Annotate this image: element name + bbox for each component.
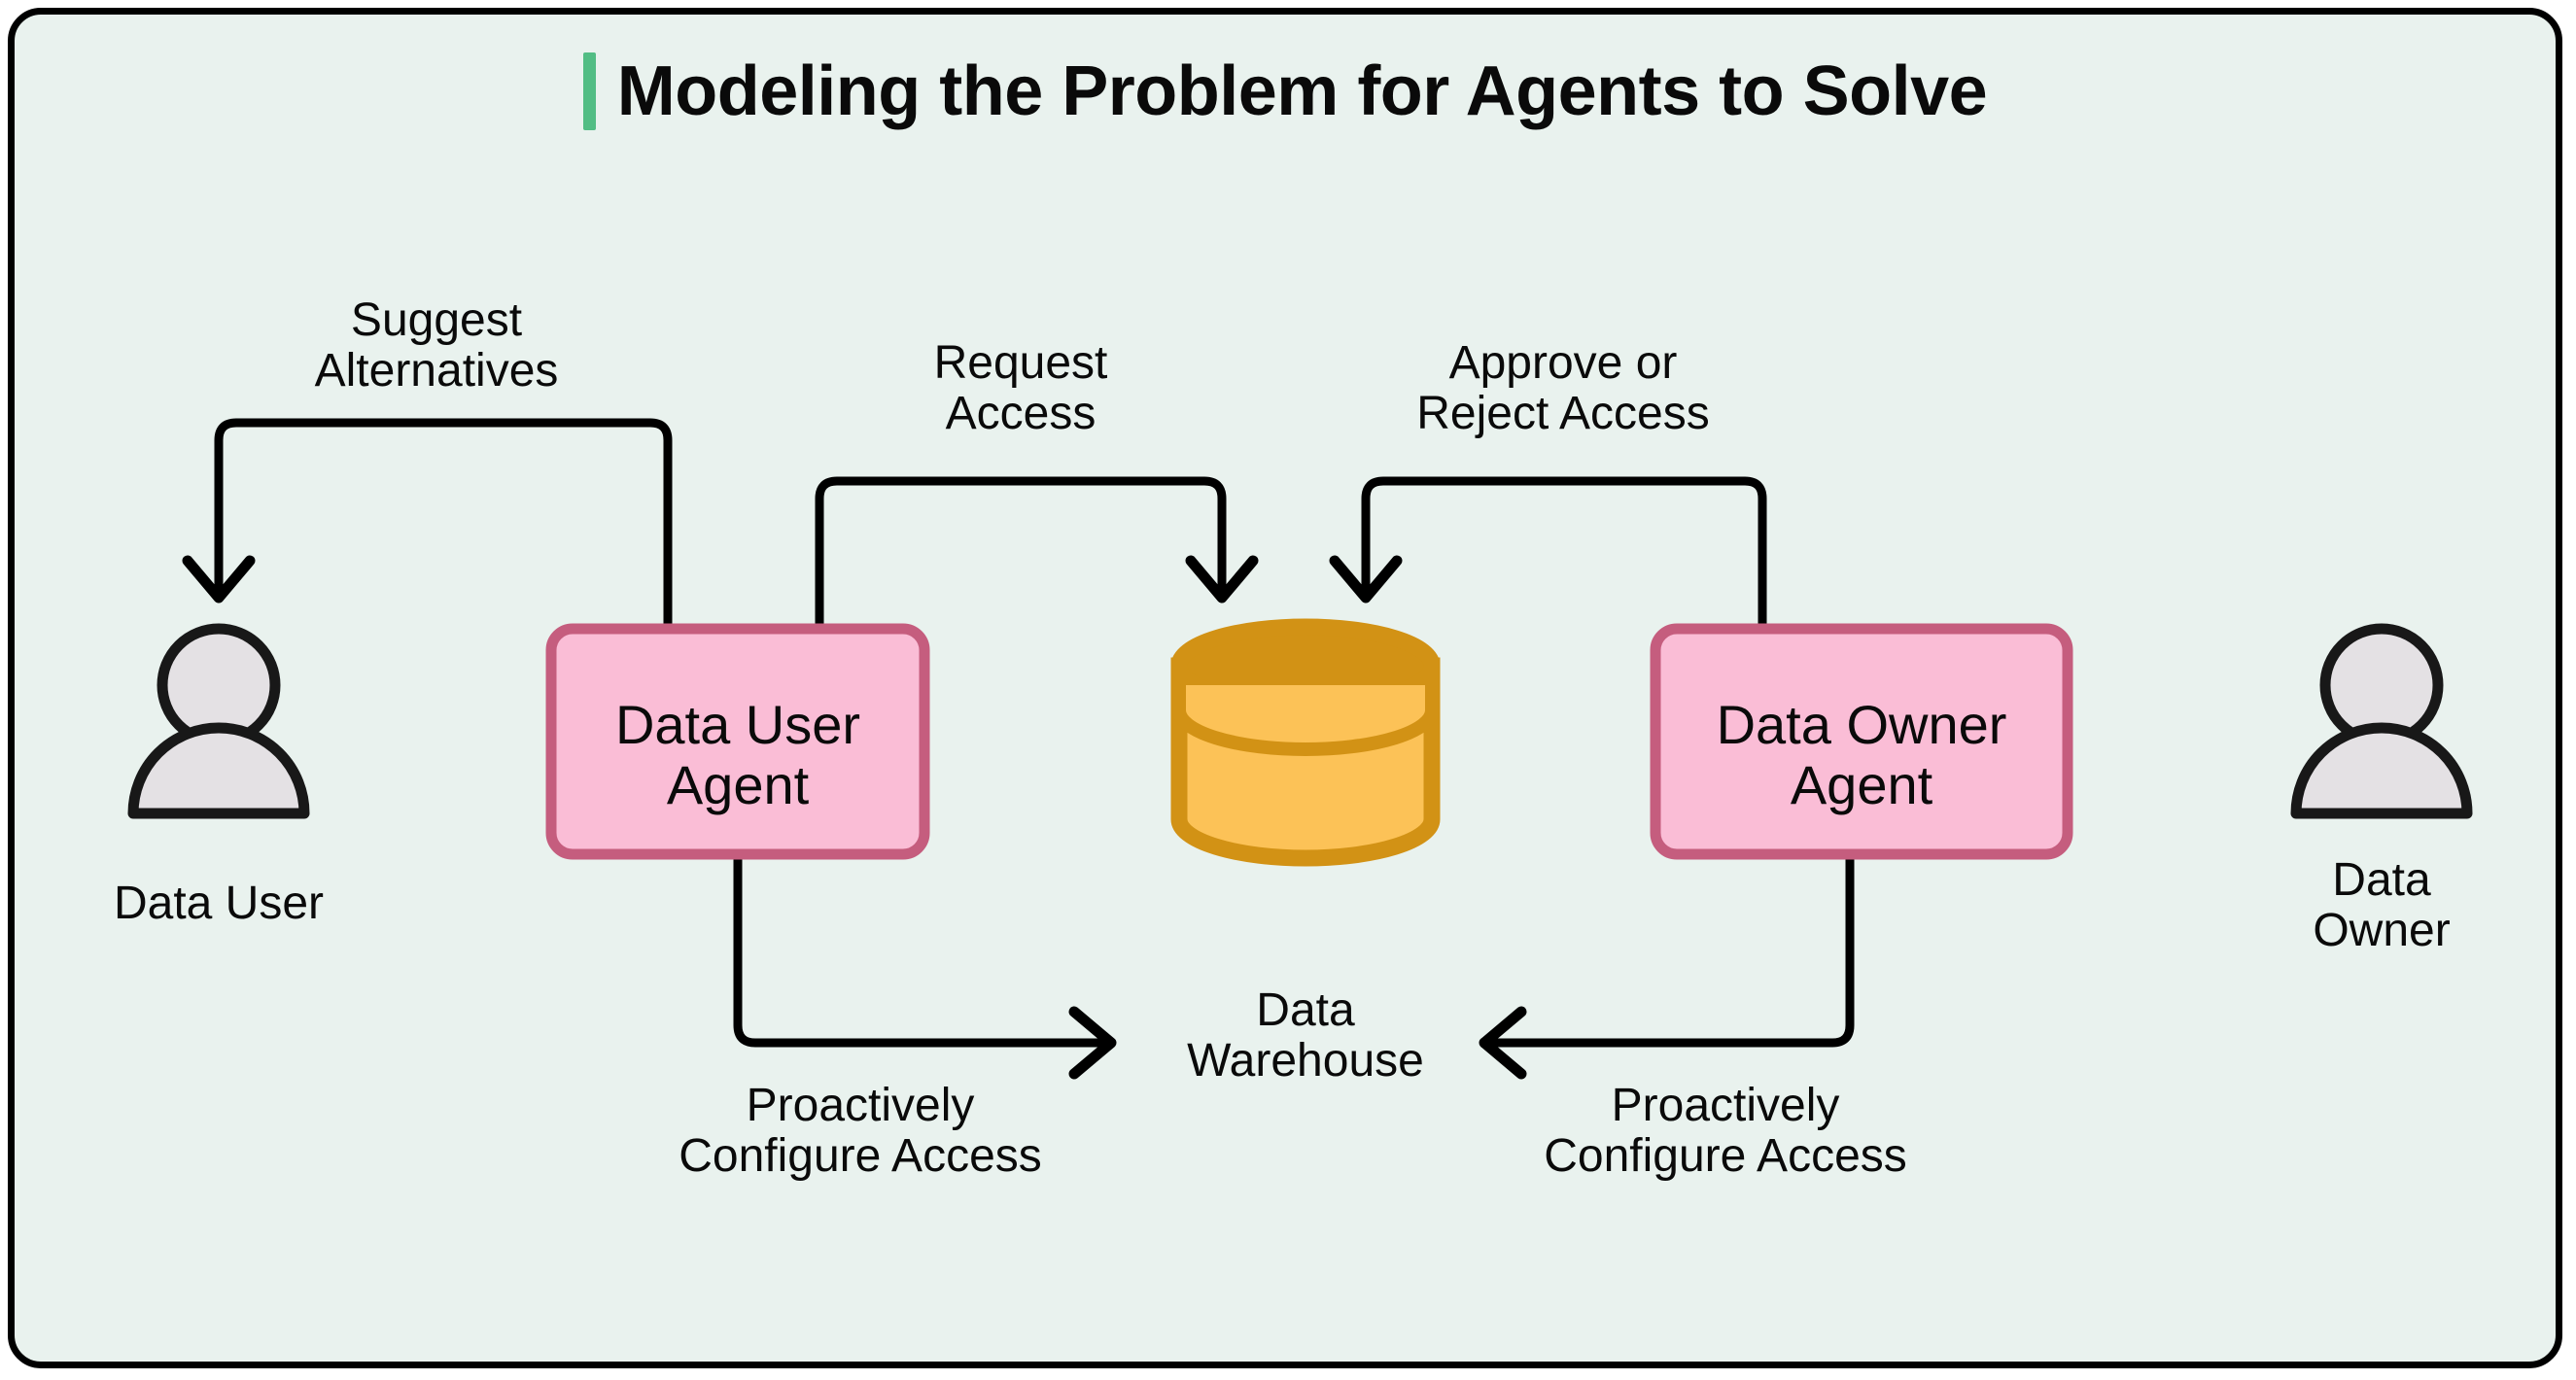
configure-access-right-line <box>1489 849 1855 1048</box>
edge-suggest-alternatives: Suggest Alternatives <box>182 294 673 634</box>
data-owner-avatar-body-icon <box>2290 722 2473 819</box>
node-label-data-owner-agent-line1: Data Owner <box>1717 694 2007 755</box>
node-label-data-user-agent-line1: Data User <box>615 694 860 755</box>
node-label-data-owner-line2: Owner <box>2313 905 2450 956</box>
node-data-user-agent[interactable]: Data User Agent <box>545 623 930 860</box>
edge-configure-access-left: Proactively Configure Access <box>679 849 1117 1182</box>
data-warehouse-cylinder-band <box>1172 685 1439 756</box>
node-data-warehouse: Data Warehouse <box>1170 618 1441 1087</box>
suggest-alternatives-arrowhead <box>182 555 256 604</box>
edge-label-suggest-alternatives-line2: Alternatives <box>315 345 559 397</box>
edge-label-configure-access-right-line1: Proactively <box>1612 1080 1840 1131</box>
approve-or-reject-access-line <box>1361 476 1767 634</box>
page-title: Modeling the Problem for Agents to Solve <box>616 52 1988 130</box>
node-label-data-user-agent-line2: Agent <box>667 754 810 815</box>
diagram-frame: Modeling the Problem for Agents to Solve… <box>8 8 2562 1368</box>
edge-approve-or-reject-access: Approve or Reject Access <box>1329 337 1767 634</box>
title-accent-bar <box>582 52 596 130</box>
node-label-data-warehouse-line2: Warehouse <box>1187 1035 1424 1087</box>
data-user-agent-box[interactable] <box>545 623 930 860</box>
node-data-owner: Data Owner <box>2290 623 2473 956</box>
request-access-arrowhead <box>1185 555 1259 604</box>
node-label-data-warehouse-line1: Data <box>1256 984 1355 1036</box>
edge-label-approve-or-reject-access-line2: Reject Access <box>1416 388 1709 439</box>
node-data-owner-agent[interactable]: Data Owner Agent <box>1650 623 2073 860</box>
edge-configure-access-right: Proactively Configure Access <box>1479 849 1907 1182</box>
edge-label-request-access-line2: Access <box>946 388 1097 439</box>
configure-access-right-arrowhead <box>1479 1006 1527 1080</box>
configure-access-left-line <box>733 849 1106 1048</box>
suggest-alternatives-line <box>214 418 673 634</box>
node-label-data-user: Data User <box>114 878 324 929</box>
node-data-user: Data User <box>114 623 324 929</box>
edge-label-request-access-line1: Request <box>934 337 1108 389</box>
node-label-data-owner-agent-line2: Agent <box>1791 754 1933 815</box>
edge-label-suggest-alternatives-line1: Suggest <box>351 294 522 346</box>
data-user-avatar-body-icon <box>127 722 310 819</box>
edge-request-access: Request Access <box>815 337 1259 634</box>
configure-access-left-arrowhead <box>1068 1006 1117 1080</box>
node-label-data-owner-line1: Data <box>2332 854 2431 906</box>
request-access-line <box>815 476 1227 634</box>
edge-label-configure-access-left-line2: Configure Access <box>679 1130 1042 1182</box>
approve-or-reject-access-arrowhead <box>1329 555 1403 604</box>
edge-label-configure-access-right-line2: Configure Access <box>1544 1130 1907 1182</box>
edge-label-configure-access-left-line1: Proactively <box>747 1080 975 1131</box>
page-title-row: Modeling the Problem for Agents to Solve <box>15 52 2556 131</box>
agent-flow-diagram: Suggest Alternatives Request Access Appr… <box>114 294 2473 1182</box>
edge-label-approve-or-reject-access-line1: Approve or <box>1449 337 1678 389</box>
data-owner-agent-box[interactable] <box>1650 623 2073 860</box>
